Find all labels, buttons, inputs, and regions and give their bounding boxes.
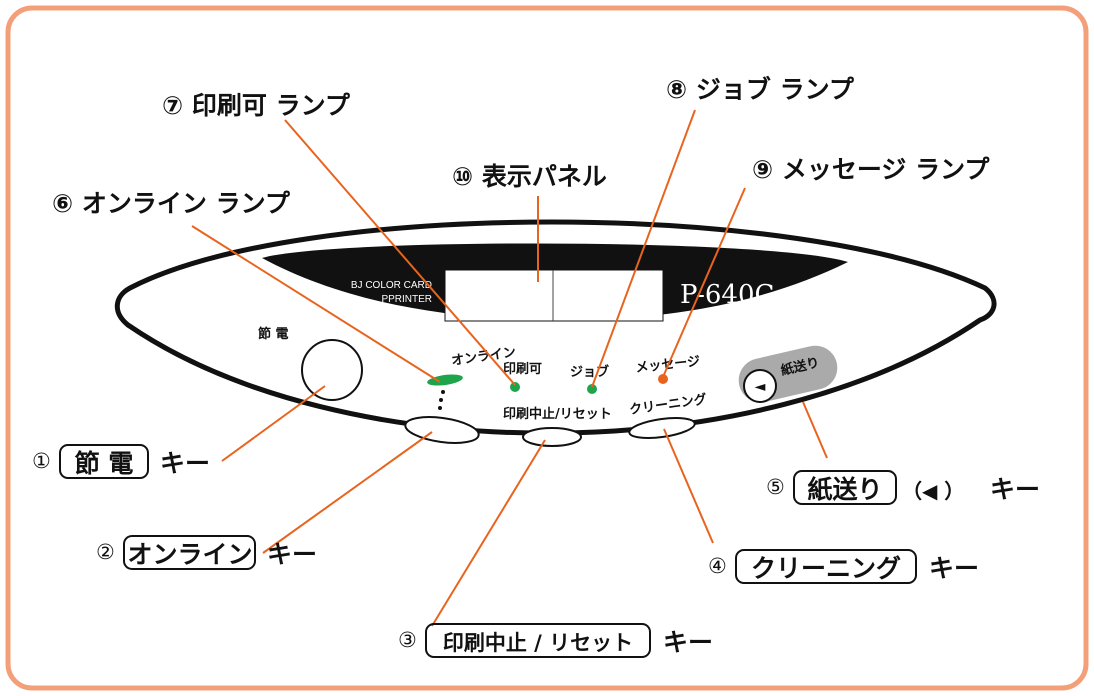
callout-job-lamp: ⑧ ジョブ ランプ [666,75,855,104]
callout-4-keycap [735,549,917,584]
callout-display-panel: ⑩ 表示パネル [452,162,607,191]
callout-5-keycap [793,470,897,505]
online-dot-2 [439,398,443,402]
leader-3 [431,439,546,627]
callout-1-suffix: キー [160,449,210,478]
power-save-button[interactable] [301,339,363,401]
callout-1-keycap [59,444,149,479]
callout-online-key: ② オンライン キー [96,535,317,570]
ready-lamp-label: 印刷可 [503,362,542,377]
callout-message-lamp: ⑨ メッセージ ランプ [752,155,990,184]
leader-8 [591,109,696,388]
power-key-label: 節 電 [258,326,289,342]
leader-7 [284,119,516,386]
callout-2-number: ② [96,540,115,564]
callout-2-suffix: キー [267,540,317,569]
message-lamp [658,374,668,384]
cleaning-button[interactable] [628,414,696,441]
callout-power-key: ① 節 電 キー [32,444,210,479]
callout-1-number: ① [32,449,51,473]
callout-stop-reset-key: ③ 印刷中止 / リセット キー [398,623,713,658]
callout-online-lamp: ⑥ オンライン ランプ [52,189,291,218]
leader-5 [802,401,828,459]
paper-feed-button[interactable] [743,369,777,403]
leader-6 [191,225,441,383]
callout-2-key: オンライン [127,540,252,569]
leader-4 [663,428,714,544]
callout-cleaning-key: ④ クリーニング キー [708,549,979,584]
online-lamp [427,374,463,386]
callout-4-key: クリーニング [751,554,901,583]
online-dot-1 [441,390,445,394]
callout-5-number: ⑤ [766,475,785,499]
model-name: P-640C [680,280,774,310]
leader-1 [221,385,326,462]
online-button[interactable] [404,413,481,447]
paper-feed-arrow-icon: ◄ [755,379,766,395]
brand-line-2: PPRINTER [381,294,432,305]
stop-reset-button[interactable] [522,427,582,447]
callout-4-number: ④ [708,554,727,578]
callout-paper-feed-key: ⑤ 紙送り （◀ ） キー [766,470,1040,505]
online-dot-3 [438,406,442,410]
callout-2-keycap [123,535,256,570]
callout-3-number: ③ [398,628,417,652]
leader-2 [262,431,433,554]
brand-line-1: BJ COLOR CARD [351,280,432,291]
job-lamp [587,384,597,394]
stop-reset-key-label: 印刷中止/リセット [503,406,612,422]
job-lamp-label: ジョブ [570,364,609,380]
callout-5-paren: （◀ ） [902,479,964,503]
callout-5-suffix: キー [990,475,1040,504]
callout-4-suffix: キー [929,554,979,583]
callout-3-keycap [425,623,651,658]
callout-3-suffix: キー [663,628,713,657]
display-window [444,269,664,322]
callout-5-key: 紙送り [807,475,882,504]
callout-1-key: 節 電 [75,449,134,478]
ready-lamp [510,382,520,392]
leader-9 [662,187,746,378]
callout-ready-lamp: ⑦ 印刷可 ランプ [162,91,351,120]
callout-3-key: 印刷中止 / リセット [443,631,633,655]
